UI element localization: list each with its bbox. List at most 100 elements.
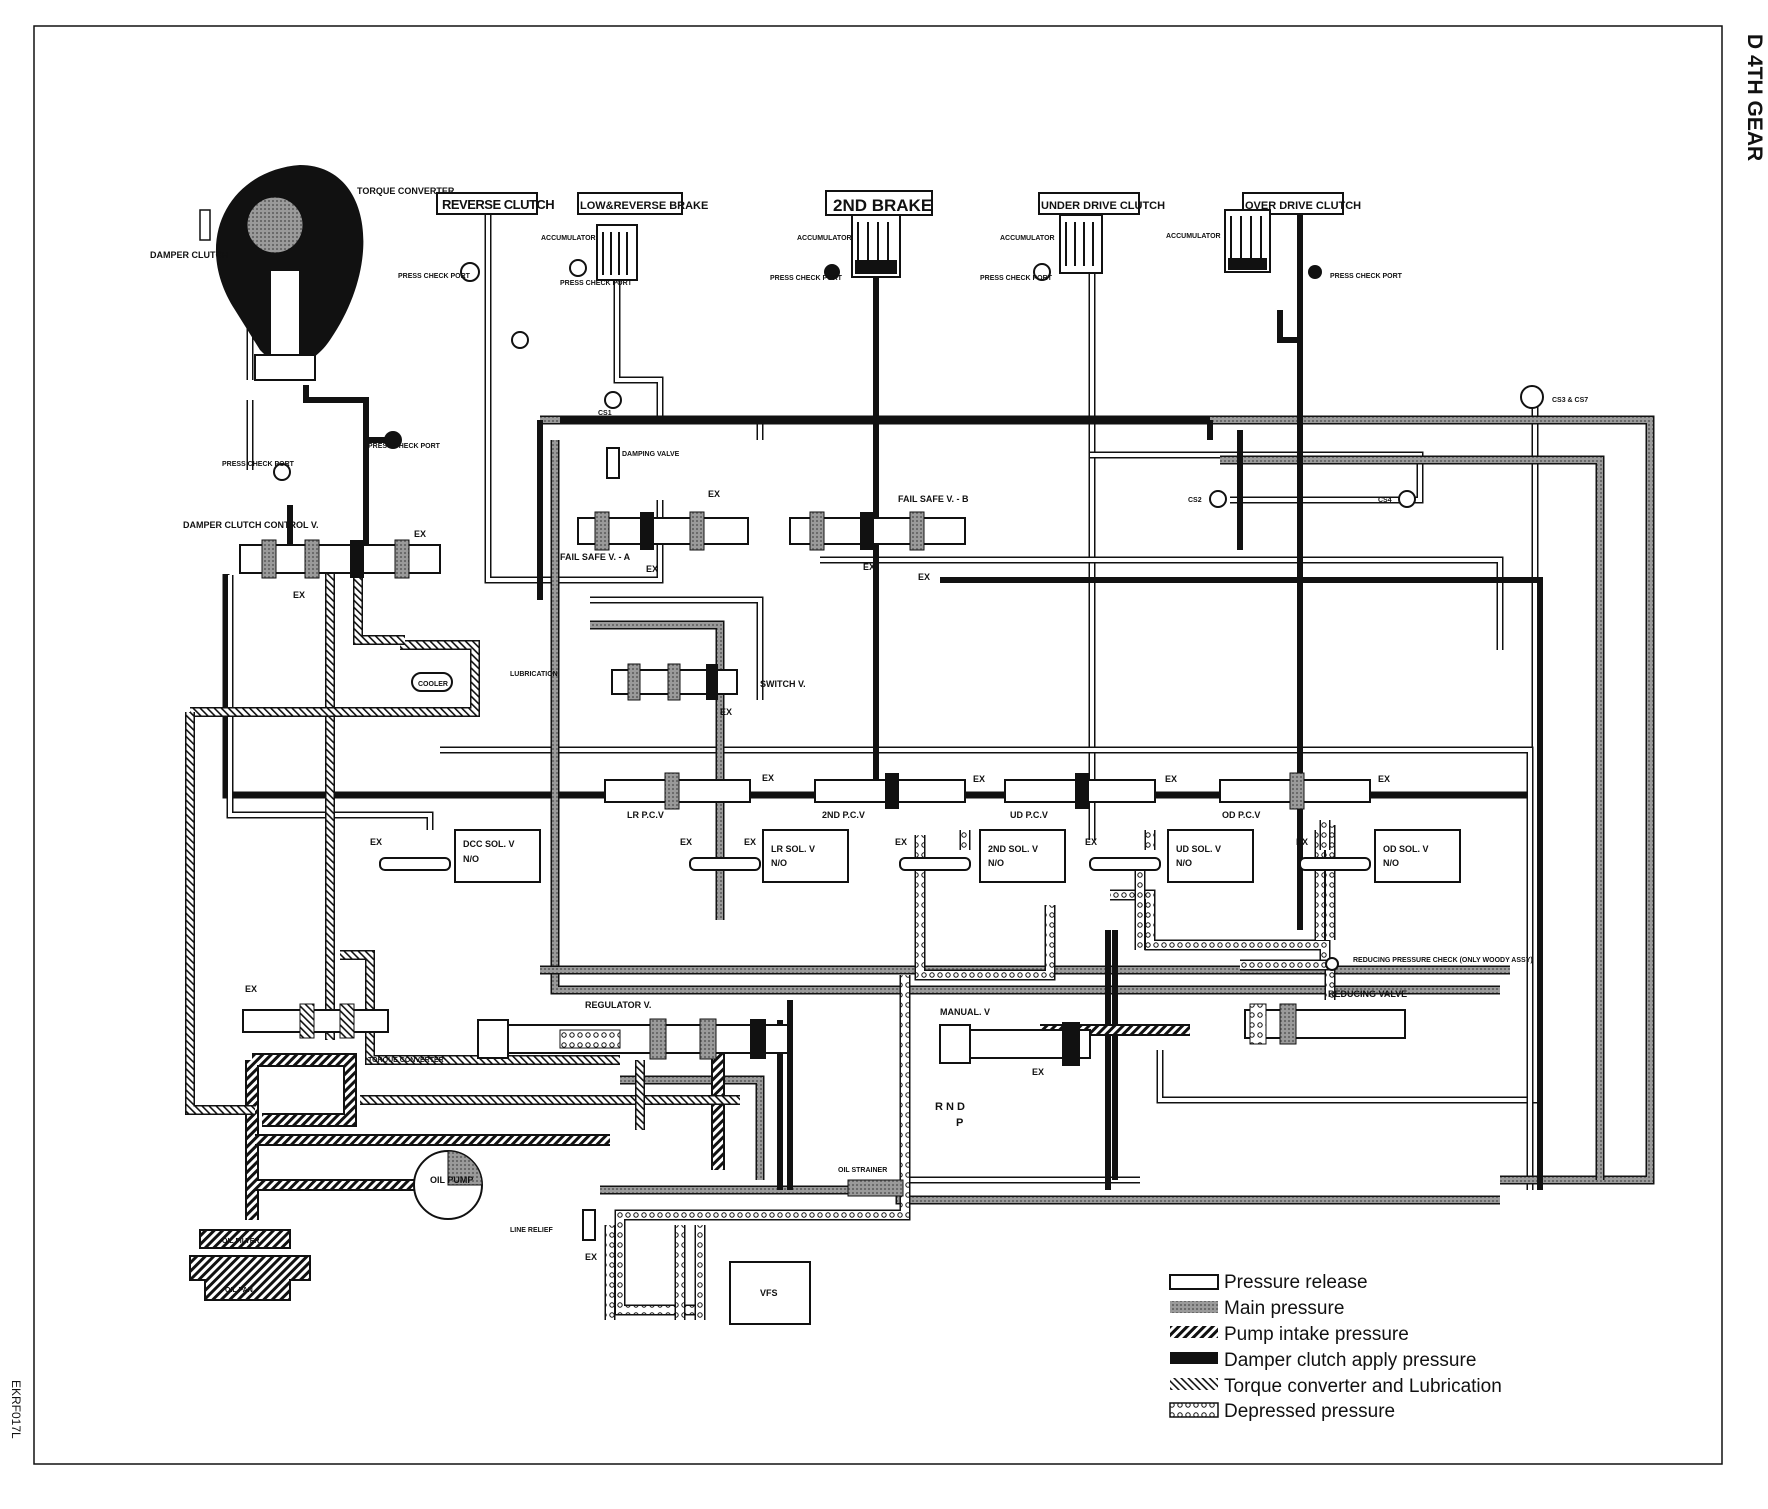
manual-p-label: P bbox=[956, 1117, 963, 1129]
ex-label: EX bbox=[918, 572, 930, 582]
fail-safe-a-label: FAIL SAFE V. - A bbox=[560, 552, 631, 562]
ud-sol-label: UD SOL. V bbox=[1176, 844, 1221, 854]
damping-valve-label: DAMPING VALVE bbox=[622, 451, 680, 458]
accumulator-label: ACCUMULATOR bbox=[1000, 235, 1055, 242]
switch-valve bbox=[611, 663, 738, 701]
press-check-port-icon bbox=[1308, 265, 1322, 279]
n-o-label: N/O bbox=[1383, 858, 1399, 868]
ex-label: EX bbox=[293, 590, 305, 600]
ex-label: EX bbox=[1296, 837, 1308, 847]
check-ball-icon bbox=[1520, 385, 1544, 409]
press-check-port-label: PRESS CHECK PORT bbox=[1330, 273, 1403, 280]
oil-pump bbox=[413, 1150, 483, 1220]
vfs-label: VFS bbox=[760, 1288, 778, 1298]
accumulator-lr bbox=[596, 224, 638, 281]
n-o-label: N/O bbox=[1176, 858, 1192, 868]
over-drive-clutch-label: OVER DRIVE CLUTCH bbox=[1245, 200, 1361, 212]
manual-valve-label: MANUAL. V bbox=[940, 1007, 990, 1017]
press-check-port-icon bbox=[824, 264, 840, 280]
od-pcv-label: OD P.C.V bbox=[1222, 810, 1260, 820]
damper-clutch-label: DAMPER CLUTCH bbox=[150, 250, 229, 260]
damper-clutch-control-v-label: DAMPER CLUTCH CONTROL V. bbox=[183, 520, 319, 530]
cs2-label: CS2 bbox=[1188, 497, 1202, 504]
page-title: D 4TH GEAR bbox=[1743, 34, 1766, 161]
torque-converter bbox=[199, 165, 364, 381]
under-drive-clutch-box: UNDER DRIVE CLUTCH bbox=[1038, 192, 1165, 215]
tc-lubrication-lines bbox=[185, 560, 740, 1130]
oil-pan-label: OIL PAN bbox=[225, 1287, 253, 1294]
ex-label: EX bbox=[1085, 837, 1097, 847]
press-check-port-icon bbox=[569, 259, 587, 277]
depressed-pressure-lines bbox=[604, 820, 1336, 1320]
manual-positions-label: R N D bbox=[935, 1101, 965, 1113]
reducing-check-icon bbox=[1325, 957, 1339, 971]
second-brake-label: 2ND BRAKE bbox=[833, 196, 932, 215]
release-lines-double bbox=[226, 200, 1539, 1190]
n-o-label: N/O bbox=[463, 854, 479, 864]
reducing-check-label: REDUCING PRESSURE CHECK (ONLY WOODY ASSY… bbox=[1353, 957, 1533, 964]
ex-label: EX bbox=[720, 707, 732, 717]
ex-label: EX bbox=[762, 773, 774, 783]
accumulator-ud bbox=[1059, 214, 1103, 274]
ex-label: EX bbox=[245, 984, 257, 994]
lr-pcv-label: LR P.C.V bbox=[627, 810, 664, 820]
ex-label: EX bbox=[370, 837, 382, 847]
ex-label: EX bbox=[1378, 774, 1390, 784]
solenoid-plungers bbox=[379, 857, 1371, 871]
check-ball-icon bbox=[511, 331, 529, 349]
2nd-pcv-label: 2ND P.C.V bbox=[822, 810, 865, 820]
oil-filter-label: OIL FILTER bbox=[222, 1238, 259, 1245]
damper-apply-lines bbox=[287, 200, 1543, 1190]
accumulator-label: ACCUMULATOR bbox=[1166, 233, 1221, 240]
n-o-label: N/O bbox=[988, 858, 1004, 868]
ex-label: EX bbox=[585, 1252, 597, 1262]
od-sol-label: OD SOL. V bbox=[1383, 844, 1429, 854]
torque-converter-label: TORQUE CONVERTER bbox=[357, 186, 455, 196]
cs3-label: CS3 & CS7 bbox=[1552, 397, 1588, 404]
press-check-port-icon bbox=[1033, 263, 1051, 281]
damping-valve-icon bbox=[606, 447, 620, 479]
regulator-valve-label: REGULATOR V. bbox=[585, 1000, 651, 1010]
ex-label: EX bbox=[1165, 774, 1177, 784]
legend-item-tc: Torque converter and Lubrication bbox=[1170, 1376, 1502, 1397]
over-drive-clutch-box: OVER DRIVE CLUTCH bbox=[1242, 192, 1361, 215]
solenoid-row bbox=[454, 829, 1461, 883]
legend-item-depressed: Depressed pressure bbox=[1169, 1401, 1395, 1422]
oil-strainer-icon bbox=[847, 1179, 904, 1197]
legend: Pressure release Main pressure Pump inta… bbox=[1169, 1272, 1502, 1422]
2nd-sol-label: 2ND SOL. V bbox=[988, 844, 1038, 854]
manual-valve bbox=[939, 1022, 1091, 1066]
ex-label: EX bbox=[680, 837, 692, 847]
low-reverse-brake-label: LOW&REVERSE BRAKE bbox=[580, 200, 708, 212]
cooler-label: COOLER bbox=[418, 681, 448, 688]
lr-sol-label: LR SOL. V bbox=[771, 844, 815, 854]
svg-text:Main pressure: Main pressure bbox=[1224, 1298, 1344, 1319]
check-ball-icon bbox=[1209, 490, 1227, 508]
damper-clutch-control-valve bbox=[239, 539, 441, 579]
press-check-port-label: PRESS CHECK PORT bbox=[368, 443, 441, 450]
reverse-clutch-box: REVERSE CLUTCH bbox=[436, 192, 555, 215]
check-ball-icon bbox=[1398, 490, 1416, 508]
second-brake-box: 2ND BRAKE bbox=[825, 190, 933, 216]
cs4-label: CS4 bbox=[1378, 497, 1392, 504]
torque-converter-valve-label: TORQUE CONVERTER bbox=[368, 1057, 444, 1064]
reducing-valve-label: REDUCING VALVE bbox=[1328, 989, 1407, 999]
ex-label: EX bbox=[1032, 1067, 1044, 1077]
reducing-valve bbox=[1244, 1003, 1406, 1045]
cs1-label: CS1 bbox=[598, 410, 612, 417]
press-check-port-icon bbox=[384, 431, 402, 449]
fail-safe-valve-a bbox=[577, 511, 749, 551]
oil-pump-label: OIL PUMP bbox=[430, 1175, 473, 1185]
line-relief-label: LINE RELIEF bbox=[510, 1227, 554, 1234]
svg-text:Depressed pressure: Depressed pressure bbox=[1224, 1401, 1395, 1422]
pump-intake-lines bbox=[245, 1024, 1190, 1220]
lubrication-label: LUBRICATION bbox=[510, 671, 558, 678]
ex-label: EX bbox=[414, 529, 426, 539]
check-ball-icon bbox=[604, 391, 622, 409]
ex-label: EX bbox=[744, 837, 756, 847]
cooler-icon bbox=[411, 672, 453, 692]
outer-frame bbox=[33, 25, 1723, 1465]
fail-safe-valve-b bbox=[789, 511, 966, 551]
